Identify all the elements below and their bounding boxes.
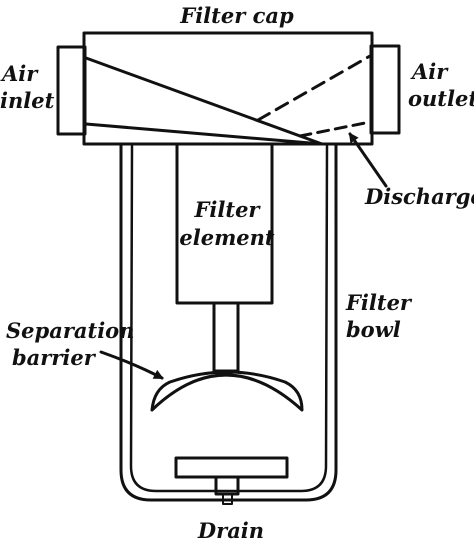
label-air-outlet-line2: outlet (408, 86, 474, 111)
inlet-flow-line-lower (84, 122, 324, 146)
label-drain: Drain (197, 518, 264, 543)
filter-element (175, 142, 274, 305)
label-separation-barrier-line2: barrier (12, 345, 97, 370)
label-filter-element-line2: element (179, 225, 275, 250)
filter-stem (212, 301, 240, 373)
discharge-arrow (348, 132, 388, 188)
label-filter-bowl-line2: bowl (346, 317, 401, 342)
air-outlet-port (369, 44, 401, 135)
drain-plate (174, 456, 289, 479)
air-inlet-port (56, 45, 87, 136)
label-filter-cap: Filter cap (179, 3, 294, 28)
label-separation-barrier-line1: Separation (6, 318, 134, 343)
filter-bowl-outer (119, 142, 338, 502)
separation-barrier (150, 370, 304, 412)
label-filter-element-line1: Filter (194, 197, 262, 222)
inlet-flow-line-upper (84, 56, 324, 146)
label-air-inlet-line2: inlet (0, 88, 55, 113)
separation-barrier-arrow (99, 350, 164, 380)
outlet-flow-dashed-lower (298, 120, 372, 138)
label-air-inlet-line1: Air (0, 61, 39, 86)
label-air-outlet-line1: Air (410, 59, 449, 84)
drain-valve-outlet (222, 493, 233, 505)
filter-bowl-inner (129, 144, 329, 493)
label-discharge: Discharge (364, 184, 474, 209)
outlet-flow-dashed-upper (256, 54, 372, 122)
label-filter-bowl-line1: Filter (345, 290, 413, 315)
